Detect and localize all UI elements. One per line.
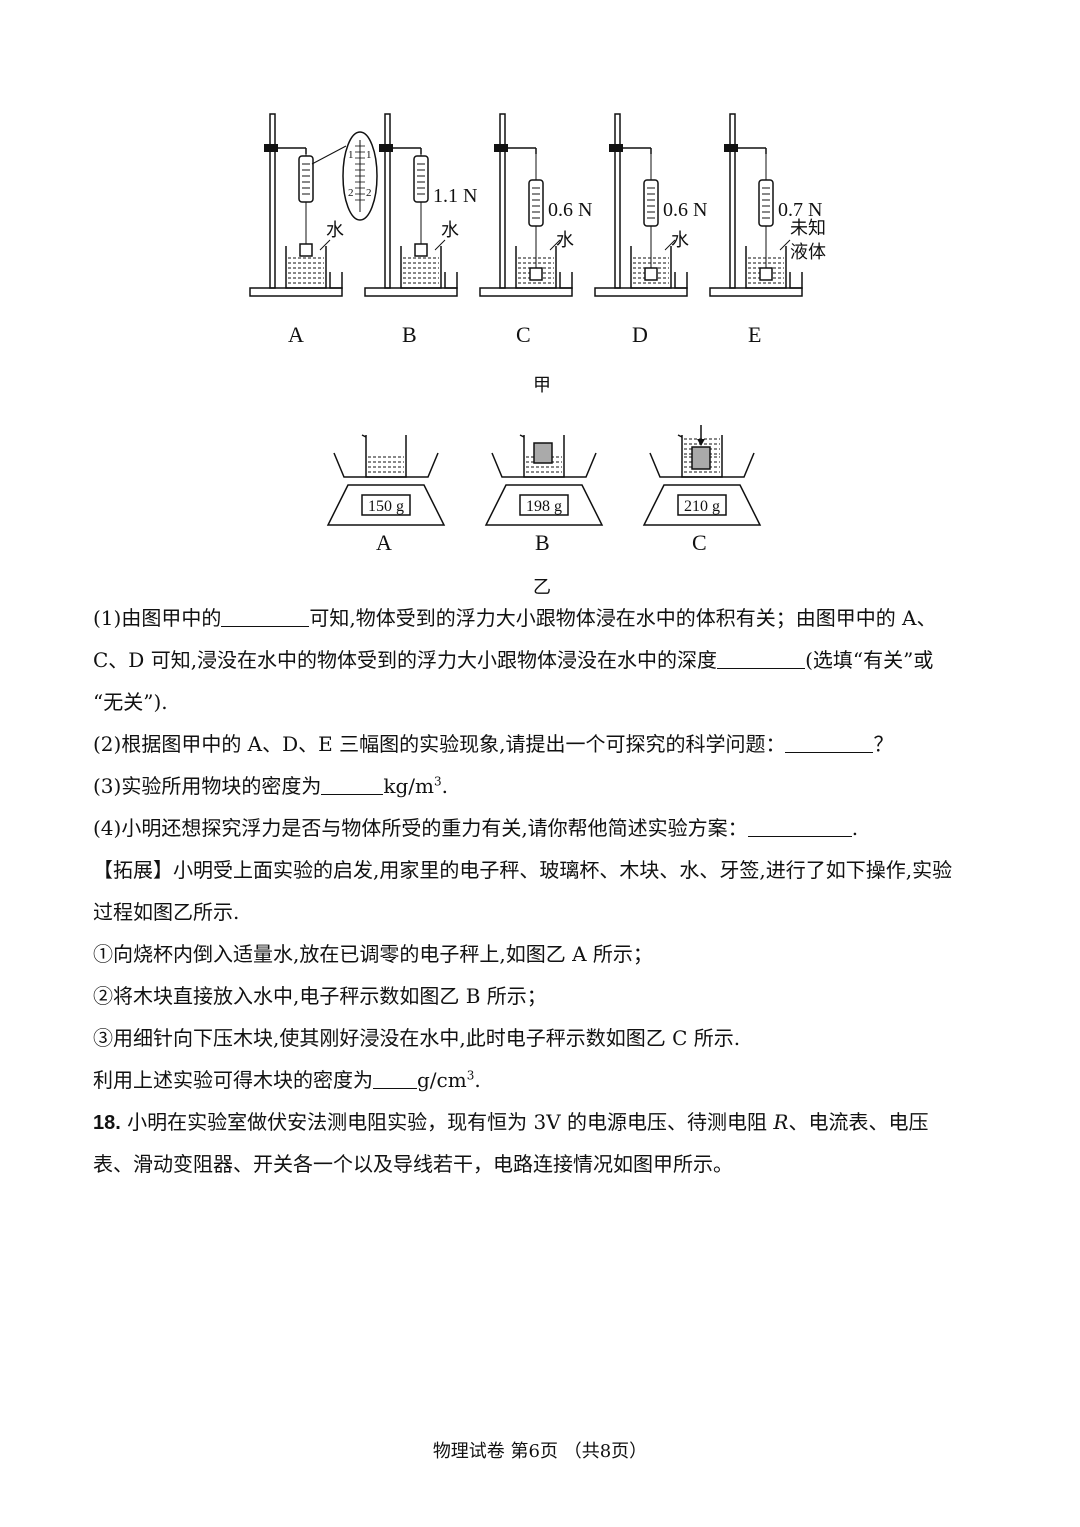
q4-end: .: [851, 816, 859, 840]
liquid-label: 水: [326, 220, 344, 240]
scale-label-a: A: [376, 530, 392, 555]
figure-yi-caption: 乙: [533, 577, 551, 598]
conclusion-text: 利用上述实验可得木块的密度为: [93, 1068, 373, 1092]
liquid-label: 未知: [790, 218, 826, 238]
panel-label-e: E: [748, 322, 762, 347]
q18-text-a: 小明在实验室做伏安法测电阻实验，现有恒为 3V 的电源电压、待测电阻: [120, 1110, 774, 1134]
q18-text-b: 、电流表、电压: [788, 1110, 929, 1134]
conclusion-line: 利用上述实验可得木块的密度为 g/cm3.: [93, 1059, 993, 1101]
q3-line: (3)实验所用物块的密度为 kg/m3.: [93, 765, 993, 807]
q1-line-1: (1)由图甲中的 可知,物体受到的浮力大小跟物体浸在水中的体积有关；由图甲中的 A…: [93, 597, 993, 639]
answer-blank[interactable]: [785, 730, 874, 753]
magnifier-tick-label: 1: [366, 149, 372, 161]
q1-text-b: 可知,物体受到的浮力大小跟物体浸在水中的体积有关；由图甲中的 A、: [309, 606, 937, 630]
q18-line-2: 表、滑动变阻器、开关各一个以及导线若干，电路连接情况如图甲所示。: [93, 1143, 993, 1185]
q18-number: 18.: [93, 1112, 121, 1134]
q3-end: .: [441, 774, 448, 798]
answer-blank[interactable]: [321, 772, 384, 795]
scale-reading: 0.6 N: [663, 199, 707, 221]
step-3: ③用细针向下压木块,使其刚好浸没在水中,此时电子秤示数如图乙 C 所示.: [93, 1017, 993, 1059]
panel-label-b: B: [402, 322, 417, 347]
apparatus-panel-d: 0.6 N 水: [594, 113, 707, 297]
scale-label-c: C: [692, 530, 707, 555]
liquid-label: 液体: [790, 242, 826, 262]
q3-unit-sup: 3: [433, 774, 442, 789]
question-text: (1)由图甲中的 可知,物体受到的浮力大小跟物体浸在水中的体积有关；由图甲中的 A…: [93, 597, 993, 1185]
scale-panel-a: 150 g: [326, 434, 446, 526]
q18-resistor-symbol: R: [773, 1110, 789, 1134]
conclusion-end: .: [474, 1068, 481, 1092]
q1-text-e: “无关”).: [93, 690, 168, 714]
q2-end: ？: [873, 732, 894, 756]
q1-text-c: C、D 可知,浸没在水中的物体受到的浮力大小跟物体浸没在水中的深度: [93, 648, 718, 672]
step-1: ①向烧杯内倒入适量水,放在已调零的电子秤上,如图乙 A 所示；: [93, 933, 993, 975]
scale-reading: 0.6 N: [548, 199, 592, 221]
extension-line-2: 过程如图乙所示.: [93, 891, 993, 933]
step-2-text: ②将木块直接放入水中,电子秤示数如图乙 B 所示；: [93, 984, 547, 1008]
magnifier-tick-label: 1: [348, 149, 354, 161]
scale-display-reading: 150 g: [368, 498, 404, 515]
step-1-text: ①向烧杯内倒入适量水,放在已调零的电子秤上,如图乙 A 所示；: [93, 942, 653, 966]
apparatus-panel-b: 1.1 N 水: [364, 113, 477, 297]
q18-line-1: 18. 小明在实验室做伏安法测电阻实验，现有恒为 3V 的电源电压、待测电阻 R…: [93, 1101, 993, 1143]
answer-blank[interactable]: [747, 814, 852, 837]
extension-text-a: 【拓展】小明受上面实验的启发,用家里的电子秤、玻璃杯、木块、水、牙签,进行了如下…: [93, 858, 953, 882]
panel-label-a: A: [288, 322, 304, 347]
q2-line: (2)根据图甲中的 A、D、E 三幅图的实验现象,请提出一个可探究的科学问题： ？: [93, 723, 993, 765]
figure-jia-labels: A B C D E: [0, 322, 1080, 362]
magnifier-tick-label: 2: [348, 187, 354, 199]
q4-line: (4)小明还想探究浮力是否与物体所受的重力有关,请你帮他简述实验方案：.: [93, 807, 993, 849]
scale-reading: 0.7 N: [778, 199, 822, 221]
answer-blank[interactable]: [221, 604, 310, 627]
page-footer: 物理试卷 第6页 （共8页）: [432, 1441, 648, 1462]
q1-text-a: (1)由图甲中的: [93, 606, 222, 630]
conclusion-unit: g/cm: [417, 1068, 467, 1092]
q4-text: (4)小明还想探究浮力是否与物体所受的重力有关,请你帮他简述实验方案：: [93, 816, 748, 840]
answer-blank[interactable]: [717, 646, 806, 669]
q18-text-c: 表、滑动变阻器、开关各一个以及导线若干，电路连接情况如图甲所示。: [93, 1152, 733, 1176]
conclusion-unit-sup: 3: [466, 1068, 475, 1083]
q1-line-3: “无关”).: [93, 681, 993, 723]
q3-unit: kg/m: [383, 774, 434, 798]
scale-display-reading: 210 g: [684, 498, 720, 515]
liquid-label: 水: [556, 230, 574, 250]
apparatus-panel-c: 0.6 N 水: [479, 113, 592, 297]
liquid-label: 水: [441, 220, 459, 240]
panel-label-c: C: [516, 322, 531, 347]
extension-line-1: 【拓展】小明受上面实验的启发,用家里的电子秤、玻璃杯、木块、水、牙签,进行了如下…: [93, 849, 993, 891]
magnifier-tick-label: 2: [366, 187, 372, 199]
figure-yi-labels: A B C: [0, 530, 1080, 560]
figure-yi-scales: 150 g 198 g 210 g: [326, 425, 762, 526]
scale-reading: 1.1 N: [433, 185, 477, 207]
panel-label-d: D: [632, 322, 648, 347]
step-2: ②将木块直接放入水中,电子秤示数如图乙 B 所示；: [93, 975, 993, 1017]
scale-display-reading: 198 g: [526, 498, 562, 515]
scale-panel-b: 198 g: [484, 434, 604, 526]
q3-text: (3)实验所用物块的密度为: [93, 774, 322, 798]
figure-jia-caption: 甲: [533, 375, 551, 396]
q2-text: (2)根据图甲中的 A、D、E 三幅图的实验现象,请提出一个可探究的科学问题：: [93, 732, 786, 756]
scale-label-b: B: [535, 530, 550, 555]
q1-text-d: (选填“有关”或: [805, 648, 934, 672]
step-3-text: ③用细针向下压木块,使其刚好浸没在水中,此时电子秤示数如图乙 C 所示.: [93, 1026, 741, 1050]
extension-text-b: 过程如图乙所示.: [93, 900, 240, 924]
liquid-label: 水: [671, 230, 689, 250]
q1-line-2: C、D 可知,浸没在水中的物体受到的浮力大小跟物体浸没在水中的深度 (选填“有关”…: [93, 639, 993, 681]
scale-panel-c: 210 g: [642, 425, 762, 526]
answer-blank[interactable]: [373, 1066, 417, 1089]
